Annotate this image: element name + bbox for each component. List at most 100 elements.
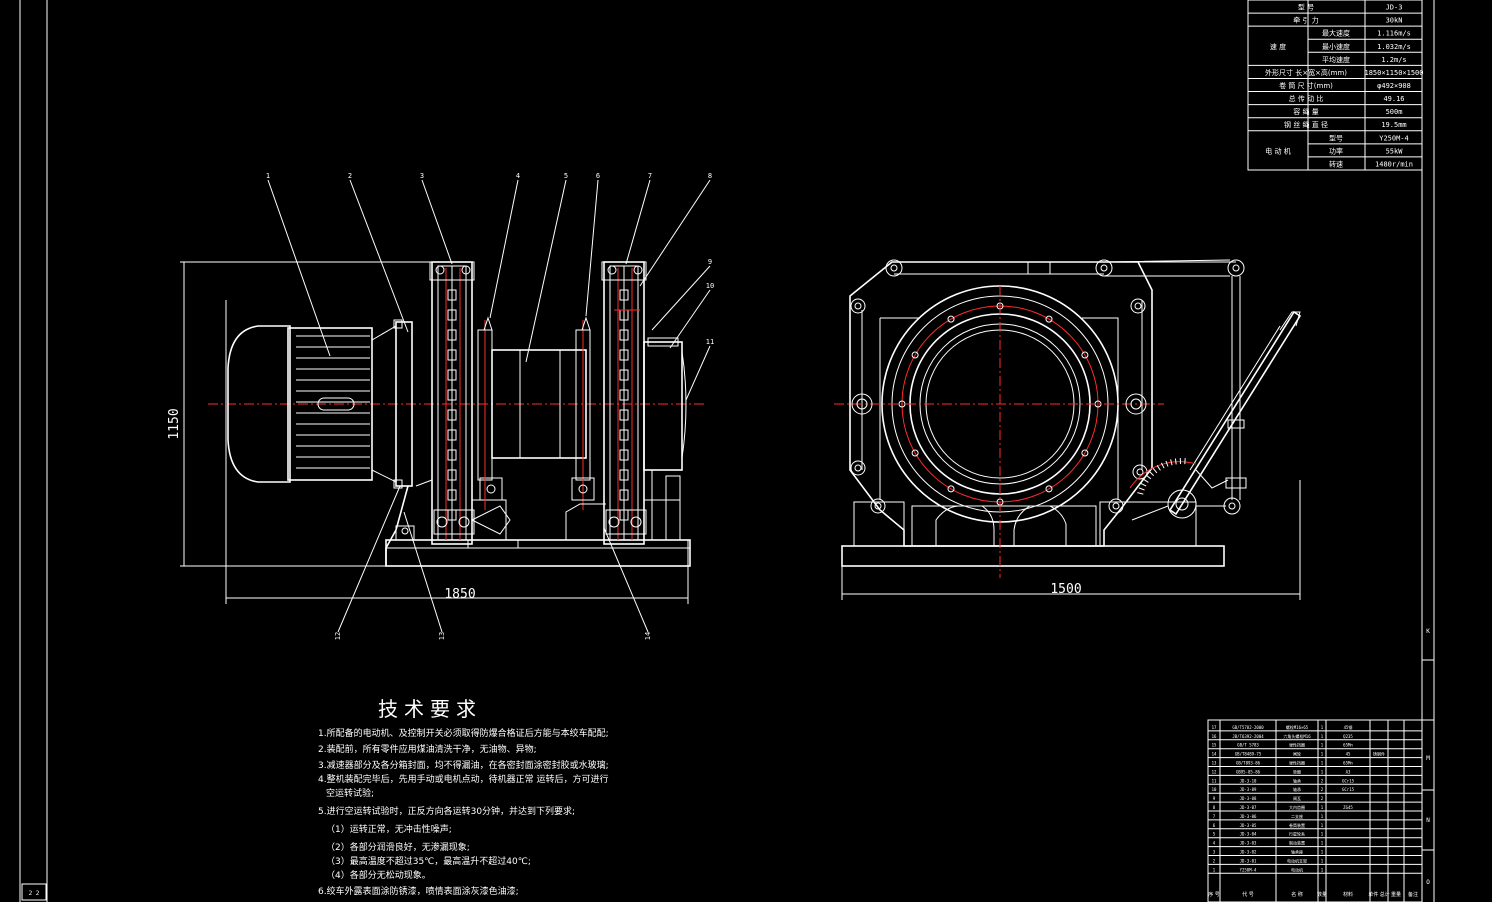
bom-cell-4-0: 13 (1212, 761, 1217, 766)
bom-header-5: 单件 总计 (1368, 891, 1390, 898)
dim-length-1850: 1850 (444, 587, 475, 602)
bom-cell-16-2: 电动机 (1291, 866, 1303, 872)
bom-cell-9-0: 8 (1213, 805, 1216, 810)
bom-header-3: 数量 (1317, 891, 1327, 898)
bom-header-7: 备注 (1408, 891, 1418, 898)
tech-req-line-6: 5.进行空运转试验时，正反方向各运转30分钟，并达到下列要求; (318, 805, 575, 817)
bom-cell-1-4: Q235 (1343, 734, 1353, 739)
bom-cell-8-1: JD-3-08 (1240, 796, 1257, 801)
bom-cell-10-2: 二支座 (1291, 813, 1303, 819)
bom-cell-3-4: 45 (1346, 752, 1351, 757)
bom-cell-6-1: JD-3-10 (1240, 778, 1257, 783)
bom-cell-6-4: GCr15 (1342, 778, 1355, 783)
bom-cell-10-1: JD-3-06 (1240, 814, 1257, 819)
spec-value-11: 55kW (1386, 147, 1404, 155)
tech-req-line-1: 1.所配备的电动机、及控制开关必须取得防爆合格证后方能与本绞车配配; (318, 727, 609, 739)
part-number-1: 1 (266, 172, 270, 180)
spec-label-0: 型 号 (1298, 3, 1314, 12)
bom-cell-3-5: 铸钢件 (1373, 751, 1385, 757)
bom-header-2: 名 称 (1291, 891, 1303, 898)
tech-req-line-10: （4）各部分无松动现象。 (326, 869, 431, 881)
bom-cell-16-0: 1 (1213, 867, 1216, 872)
bom-cell-6-2: 轴承 (1293, 777, 1301, 783)
bom-cell-1-1: JB/T6392-2004 (1232, 734, 1264, 739)
bom-cell-1-2: 六角头螺栓M16 (1283, 733, 1311, 739)
spec-label-6: 卷 筒 尺 寸(mm) (1279, 81, 1333, 90)
bom-cell-12-0: 5 (1213, 832, 1216, 837)
tech-req-line-9: （3）最高温度不超过35℃，最高温升不超过40℃; (326, 855, 531, 867)
part-number-3: 3 (420, 172, 424, 180)
bom-cell-3-2: 闸轮 (1293, 751, 1301, 757)
bom-cell-11-0: 6 (1213, 823, 1216, 828)
bom-cell-14-0: 3 (1213, 850, 1216, 855)
bom-cell-3-0: 14 (1212, 752, 1217, 757)
bom-cell-7-0: 10 (1212, 787, 1217, 792)
bom-cell-12-1: JD-3-04 (1240, 832, 1257, 837)
part-number-5: 5 (564, 172, 568, 180)
tech-req-line-5: 空运转试验; (326, 787, 374, 799)
bom-cell-2-2: 弹性挡圈 (1289, 742, 1305, 748)
bom-cell-15-3: 1 (1321, 858, 1324, 863)
spec-value-0: JD-3 (1386, 4, 1403, 12)
spec-label-7: 总 传 动 比 (1289, 94, 1324, 103)
bom-cell-6-3: 2 (1321, 778, 1324, 783)
bom-cell-0-4: 45钢 (1344, 724, 1353, 730)
bom-cell-9-2: 大内齿圈 (1289, 804, 1305, 810)
part-number-9: 9 (708, 258, 712, 266)
bom-cell-15-2: 电动机支架 (1287, 857, 1307, 863)
spec-value-8: 500m (1386, 108, 1403, 116)
bom-header-0: 序 号 (1208, 891, 1220, 898)
bom-cell-11-2: 卷筒装置 (1289, 822, 1305, 828)
front-view: 1500 (834, 259, 1302, 600)
bom-cell-5-0: 12 (1212, 769, 1217, 774)
spec-sub-3: 最小速度 (1322, 42, 1350, 51)
spec-label-8: 容 绳 量 (1293, 107, 1318, 116)
bom-cell-16-1: Y250M-4 (1240, 867, 1257, 872)
spec-label-9: 钢 丝 绳 直 径 (1284, 120, 1328, 129)
spec-sub-11: 功率 (1329, 146, 1343, 155)
bom-cell-7-2: 轴承 (1293, 786, 1301, 792)
bom-cell-0-0: 17 (1212, 725, 1217, 730)
bom-cell-10-3: 1 (1321, 814, 1324, 819)
spec-value-6: φ492×908 (1377, 82, 1411, 90)
spec-value-4: 1.2m/s (1381, 56, 1406, 64)
bom-cell-9-4: ZG45 (1343, 805, 1353, 810)
part-number-14: 14 (644, 632, 652, 640)
bom-header-4: 材料 (1343, 891, 1353, 898)
bom-cell-2-4: 65Mn (1343, 743, 1353, 748)
bom-cell-14-3: 1 (1321, 850, 1324, 855)
part-number-13: 13 (438, 632, 446, 640)
bom-cell-9-3: 1 (1321, 805, 1324, 810)
technical-requirements: 技术要求 1.所配备的电动机、及控制开关必须取得防爆合格证后方能与本绞车配配;2… (318, 697, 609, 897)
bom-cell-12-3: 1 (1321, 832, 1324, 837)
spec-sub-2: 最大速度 (1322, 29, 1350, 38)
bom-cell-5-3: 1 (1321, 769, 1324, 774)
bom-cell-8-3: 2 (1321, 796, 1324, 801)
spec-value-10: Y250M-4 (1379, 134, 1409, 142)
bom-cell-6-0: 11 (1212, 778, 1217, 783)
spec-value-1: 30kN (1386, 17, 1403, 25)
bom-cell-5-1: GB95-85-86 (1236, 769, 1261, 774)
tech-req-line-11: 6.绞车外露表面涂防锈漆，喷情表面涂灰漆色油漆; (318, 885, 519, 897)
spec-label-2: 速 度 (1270, 42, 1286, 51)
bom-header-6: 重量 (1391, 891, 1401, 898)
part-number-8: 8 (708, 172, 712, 180)
bom-cell-14-2: 轴承座 (1291, 849, 1303, 855)
frame-mark-n: N (1426, 817, 1430, 824)
bom-cell-2-1: GB/T 5783 (1237, 743, 1259, 748)
dim-height-1150: 1150 (167, 408, 182, 439)
spec-value-3: 1.032m/s (1377, 43, 1411, 51)
dim-width-1500: 1500 (1050, 582, 1081, 597)
bom-cell-0-3: 1 (1321, 725, 1324, 730)
tech-req-line-3: 3.减速器部分及各分箱封面，均不得漏油，在各密封面涂密封胶或水玻璃; (318, 759, 609, 771)
bom-cell-11-3: 1 (1321, 823, 1324, 828)
tech-req-line-7: （1）运转正常，无冲击性噪声; (326, 823, 452, 835)
tech-req-line-8: （2）各部分润滑良好，无渗漏现象; (326, 841, 470, 853)
bom-cell-15-1: JD-3-01 (1240, 858, 1257, 863)
bom-cell-7-4: GCr15 (1342, 787, 1355, 792)
bom-cell-3-1: GB/T8489-75 (1235, 752, 1262, 757)
